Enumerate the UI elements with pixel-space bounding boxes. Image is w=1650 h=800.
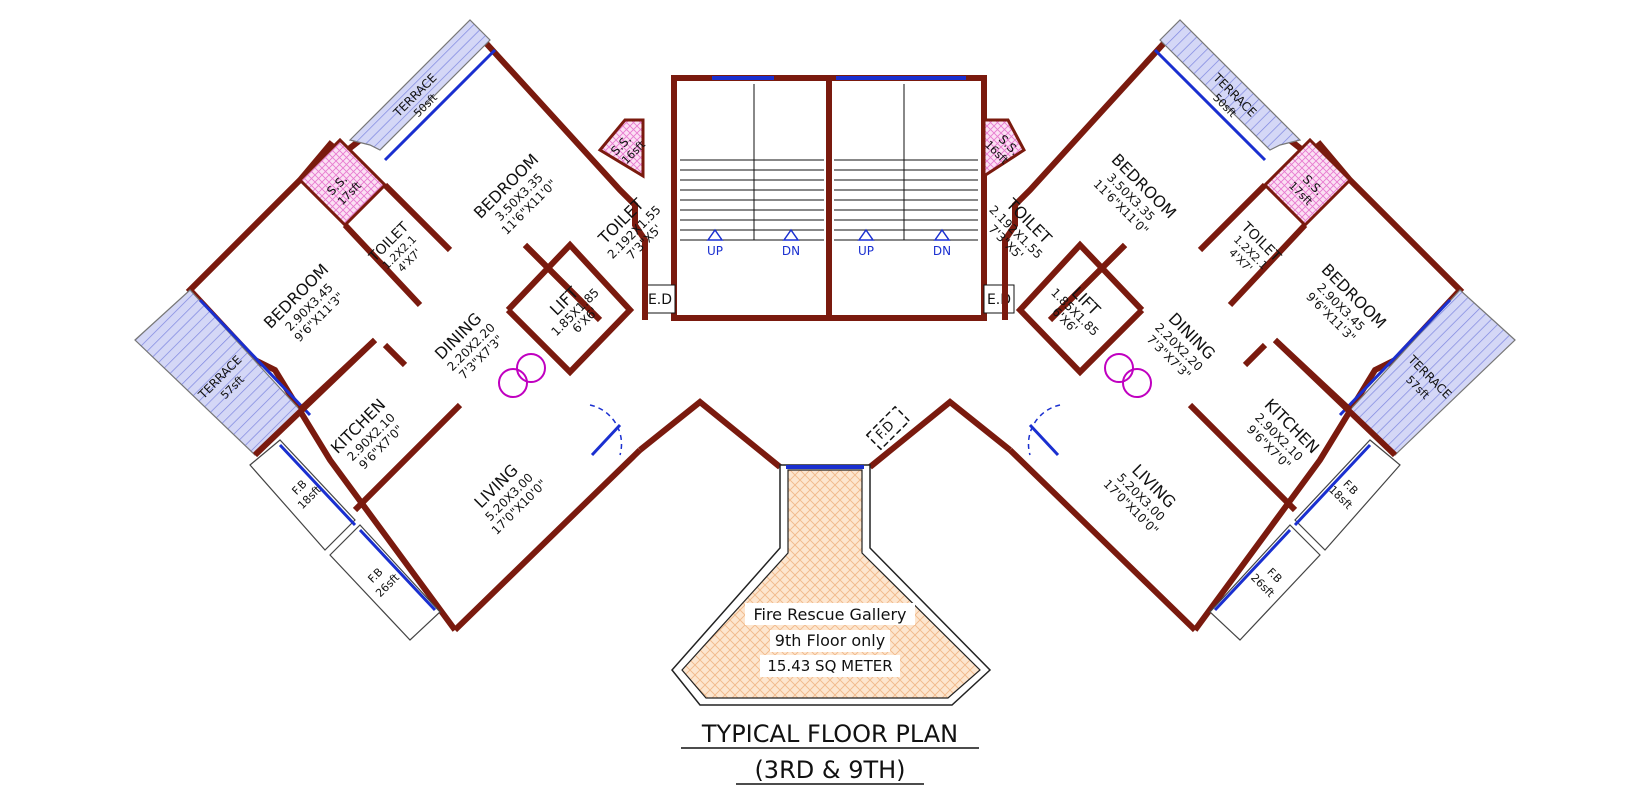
left-fb-window-2: [358, 528, 437, 612]
right-outer-wall-4: [1007, 447, 1198, 633]
stair-arrows: [706, 228, 951, 241]
right-fb-window-2: [1213, 528, 1292, 612]
gallery-text-bg-1: [745, 603, 915, 625]
ss-stair-left: [597, 118, 645, 179]
caption-title: TYPICAL FLOOR PLAN: [701, 720, 958, 748]
stair-dn-label-1: DN: [782, 244, 800, 258]
ss-stair-right: [982, 118, 1026, 179]
fd-box: [865, 405, 911, 451]
gallery-text-bg-3: [760, 655, 900, 677]
right-terrace-side-window: [1338, 298, 1452, 417]
left-internal-walls: [252, 182, 635, 513]
ed-left-label: E.D: [648, 292, 672, 308]
right-fb-window-1: [1293, 443, 1372, 527]
right-lift-symbol-2: [1104, 353, 1134, 383]
gallery-line-1: Fire Rescue Gallery: [753, 605, 906, 624]
stair-up-label-1: UP: [707, 244, 723, 258]
stair-up-label-2: UP: [858, 244, 874, 258]
left-terrace-top: [348, 19, 491, 151]
right-fb-small: [1294, 439, 1401, 551]
left-entry-door[interactable]: [590, 423, 622, 457]
right-outer-wall: [1002, 39, 1168, 320]
right-entry-door[interactable]: [1028, 423, 1060, 457]
gallery-text-bg-2: [770, 630, 890, 652]
left-terrace-side-window: [198, 298, 312, 417]
right-terrace-top-window: [1153, 48, 1267, 162]
left-terrace-top-window: [383, 48, 497, 162]
right-fb-large: [1209, 524, 1321, 641]
left-outer-wall-5: [638, 398, 782, 470]
left-entry-door-arc: [589, 404, 623, 456]
left-outer-wall: [482, 39, 648, 320]
fire-rescue-gallery: Fire Rescue Gallery 9th Floor only 15.43…: [671, 464, 992, 706]
left-fb-small: [249, 439, 356, 551]
right-lift-symbol-1: [1122, 368, 1152, 398]
right-internal-walls: [1015, 182, 1398, 513]
drawing-caption: TYPICAL FLOOR PLAN (3RD & 9TH): [681, 720, 979, 785]
right-entry-door-arc: [1027, 404, 1061, 456]
left-lift-symbol-2: [516, 353, 546, 383]
right-terrace-top: [1159, 19, 1302, 151]
left-fb-window-1: [278, 443, 357, 527]
stair-flights: [680, 84, 978, 241]
right-outer-wall-5: [868, 398, 1012, 470]
central-core: UP DN UP DN E.D E.D S.S. 16sft S.S. 16sf…: [597, 75, 1026, 321]
caption-subtitle: (3RD & 9TH): [754, 756, 905, 784]
stair-dn-label-2: DN: [933, 244, 951, 258]
gallery-line-3: 15.43 SQ METER: [767, 657, 892, 675]
left-outer-wall-4: [452, 447, 643, 633]
left-lift-symbol-1: [498, 368, 528, 398]
gallery-line-2: 9th Floor only: [775, 631, 885, 650]
left-fb-large: [329, 524, 441, 641]
gallery-inner: [681, 469, 981, 699]
ed-right: [983, 284, 1015, 314]
